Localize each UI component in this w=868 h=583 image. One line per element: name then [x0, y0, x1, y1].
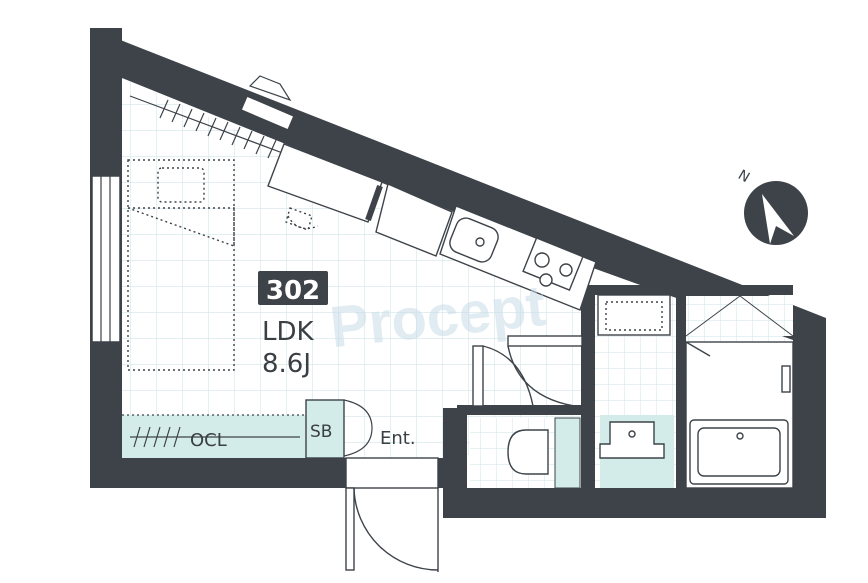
closet-label: OCL [190, 430, 227, 451]
window-left [91, 175, 121, 343]
svg-text:N: N [735, 167, 752, 186]
refrigerator [375, 183, 453, 257]
desk [267, 143, 383, 231]
room-size: 8.6J [262, 349, 311, 379]
closet: OCL [122, 414, 306, 458]
bed [127, 159, 235, 371]
unit-badge [258, 271, 328, 305]
entrance-door [345, 457, 439, 572]
room-type: LDK [262, 317, 315, 347]
window-top [240, 75, 295, 131]
kitchen-counter [439, 205, 597, 311]
entrance-label: Ent. [380, 428, 416, 449]
unit-number: 302 [266, 276, 320, 306]
hall-door [472, 335, 583, 407]
shoe-box-label: SB [310, 422, 332, 442]
washroom [597, 294, 674, 488]
curtain-hatch [129, 95, 297, 159]
toilet [470, 417, 581, 489]
bathroom [685, 295, 794, 489]
north-arrow-icon: N [735, 167, 808, 245]
shoe-box: SB [305, 399, 373, 459]
